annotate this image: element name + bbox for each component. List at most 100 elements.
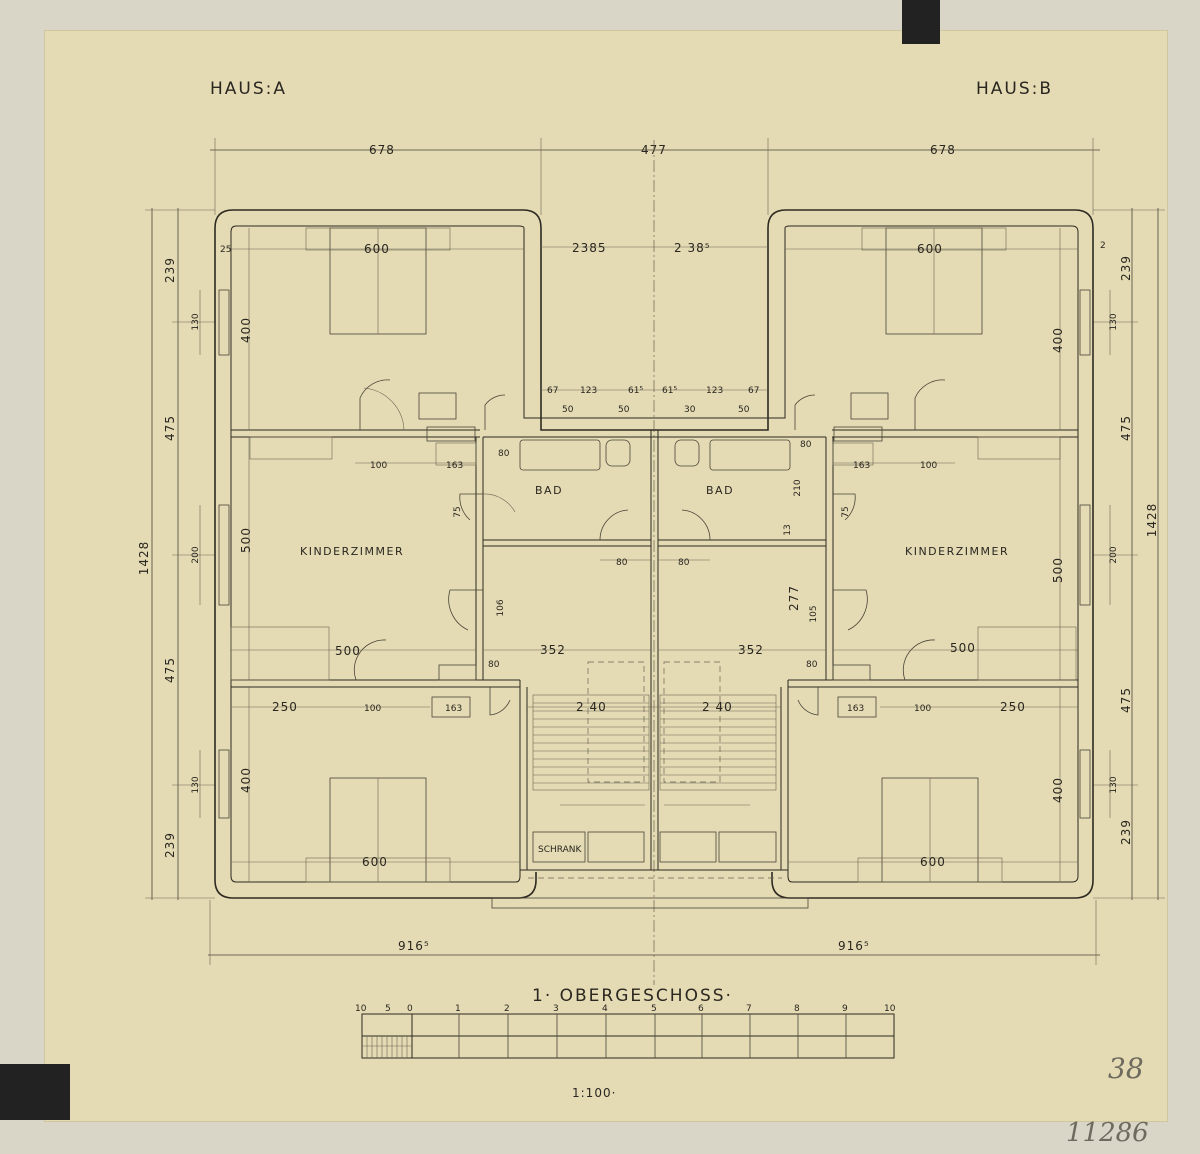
dim-cl-100-a: 100 bbox=[370, 461, 387, 471]
dim-kinder-500-right-v: 500 bbox=[1051, 557, 1065, 583]
scale-label-1: 1 bbox=[455, 1004, 461, 1014]
dim-bed-600-br: 600 bbox=[920, 855, 946, 869]
dim-13: 13 bbox=[783, 524, 793, 535]
scale-label-0: 0 bbox=[407, 1004, 413, 1014]
top-dimension-chain: 678 477 678 bbox=[210, 138, 1100, 215]
desk-top-right bbox=[850, 392, 889, 420]
archive-number: 11286 bbox=[1066, 1118, 1149, 1148]
dim-court-2385-left: 2385 bbox=[572, 241, 607, 255]
dim-75-a: 75 bbox=[453, 506, 463, 517]
dim-right-total: 1428 bbox=[1145, 503, 1159, 538]
dim-bot-250-b: 250 bbox=[1000, 700, 1026, 714]
dim-win-67-b: 67 bbox=[748, 386, 759, 396]
dim-bath-80-a: 80 bbox=[498, 449, 510, 459]
dim-kinder-500-right-h: 500 bbox=[950, 641, 976, 655]
left-dimension-chain: 1428 239 475 475 239 130 200 130 bbox=[137, 208, 215, 900]
dim-top-678-right: 678 bbox=[930, 143, 956, 157]
scale-label-10-right: 10 bbox=[884, 1004, 896, 1014]
label-kinderzimmer-b: KINDERZIMMER bbox=[905, 545, 1009, 558]
dim-bed-600-tl: 600 bbox=[364, 242, 390, 256]
dim-277: 277 bbox=[787, 585, 801, 611]
dim-210: 210 bbox=[793, 479, 803, 496]
dim-room-400-br: 400 bbox=[1051, 777, 1065, 803]
dim-bot-100-a: 100 bbox=[364, 704, 381, 714]
dim-kinder-500-left-v: 500 bbox=[239, 527, 253, 553]
dim-door-80-c: 80 bbox=[488, 660, 500, 670]
dim-door-80-a: 80 bbox=[616, 558, 628, 568]
dim-left-130-top: 130 bbox=[191, 313, 201, 330]
label-kinderzimmer-a: KINDERZIMMER bbox=[300, 545, 404, 558]
dim-kinder-500-left-h: 500 bbox=[335, 644, 361, 658]
dim-win-615-a: 61⁵ bbox=[628, 386, 643, 396]
dim-right-130-bottom: 130 bbox=[1109, 776, 1119, 793]
windows bbox=[218, 289, 1091, 819]
dim-small-50-3: 50 bbox=[738, 405, 750, 415]
dim-hall-352-a: 352 bbox=[540, 643, 566, 657]
scale-label-5: 5 bbox=[385, 1004, 391, 1014]
label-schrank: SCHRANK bbox=[538, 845, 583, 855]
dim-top-477: 477 bbox=[641, 143, 667, 157]
wc-b bbox=[674, 439, 700, 467]
dim-wall-25: 25 bbox=[220, 245, 231, 255]
dim-room-400-tr: 400 bbox=[1051, 327, 1065, 353]
bottom-dimension-chain: 916⁵ 916⁵ bbox=[208, 900, 1100, 965]
dim-left-total: 1428 bbox=[137, 541, 151, 576]
drawing-title: 1· OBERGESCHOSS· bbox=[532, 986, 733, 1006]
wardrobe-1 bbox=[532, 831, 586, 863]
dim-wall-2: 2 bbox=[1100, 241, 1106, 251]
dim-left-475-bottom: 475 bbox=[163, 657, 177, 683]
dim-75-b: 75 bbox=[841, 506, 851, 517]
dim-stair-240-b: 2 40 bbox=[702, 700, 733, 714]
interior-dimensions: 600 600 600 600 400 400 400 400 500 500 … bbox=[220, 228, 1106, 882]
dim-bot-163-a: 163 bbox=[445, 704, 462, 714]
dim-right-475-bottom: 475 bbox=[1119, 687, 1133, 713]
dim-right-239-bottom: 239 bbox=[1119, 819, 1133, 845]
dim-right-475-top: 475 bbox=[1119, 415, 1133, 441]
dim-bot-250-a: 250 bbox=[272, 700, 298, 714]
wc-a bbox=[605, 439, 631, 467]
dim-cl-163-a: 163 bbox=[446, 461, 463, 471]
scale-label-7: 7 bbox=[746, 1004, 752, 1014]
door-swings bbox=[353, 379, 946, 716]
house-a-label: HAUS:A bbox=[210, 79, 287, 99]
dim-win-123-a: 123 bbox=[580, 386, 597, 396]
dim-small-50-1: 50 bbox=[562, 405, 574, 415]
scale-text: 1:100· bbox=[572, 1086, 616, 1100]
dim-small-30: 30 bbox=[684, 405, 696, 415]
scale-label-3: 3 bbox=[553, 1004, 559, 1014]
dim-room-400-bl: 400 bbox=[239, 767, 253, 793]
dim-bottom-9165-right: 916⁵ bbox=[838, 939, 870, 953]
dim-bot-163-b: 163 bbox=[847, 704, 864, 714]
tape-bottom-left bbox=[0, 1064, 70, 1120]
furniture bbox=[230, 227, 1077, 883]
bathtub-a bbox=[519, 439, 601, 471]
dim-bottom-9165-left: 916⁵ bbox=[398, 939, 430, 953]
tape-top-right bbox=[902, 0, 940, 44]
dim-room-400-tl: 400 bbox=[239, 317, 253, 343]
dim-bed-600-bl: 600 bbox=[362, 855, 388, 869]
scale-bar: 10 5 0 1 2 3 4 5 6 7 8 9 10 bbox=[355, 1004, 896, 1059]
dim-105: 105 bbox=[809, 605, 819, 622]
label-bad-b: BAD bbox=[706, 484, 734, 497]
dim-court-2385-right: 2 38⁵ bbox=[674, 241, 711, 255]
page-mark: 38 bbox=[1108, 1052, 1144, 1085]
label-bad-a: BAD bbox=[535, 484, 563, 497]
wardrobe-2 bbox=[587, 831, 645, 863]
dim-win-67-a: 67 bbox=[547, 386, 558, 396]
dim-top-678-left: 678 bbox=[369, 143, 395, 157]
dim-left-239-bottom: 239 bbox=[163, 832, 177, 858]
dim-cl-100-b: 100 bbox=[920, 461, 937, 471]
scale-label-6: 6 bbox=[698, 1004, 704, 1014]
wardrobe-4 bbox=[718, 831, 777, 863]
dim-hall-352-b: 352 bbox=[738, 643, 764, 657]
desk-top-left bbox=[418, 392, 457, 420]
scale-label-8: 8 bbox=[794, 1004, 800, 1014]
dim-left-200: 200 bbox=[191, 546, 201, 563]
dim-door-80-d: 80 bbox=[806, 660, 818, 670]
scale-label-10-left: 10 bbox=[355, 1004, 367, 1014]
scale-label-5b: 5 bbox=[651, 1004, 657, 1014]
staircases bbox=[532, 661, 777, 806]
wardrobes: SCHRANK bbox=[528, 831, 782, 879]
dim-right-130-top: 130 bbox=[1109, 313, 1119, 330]
